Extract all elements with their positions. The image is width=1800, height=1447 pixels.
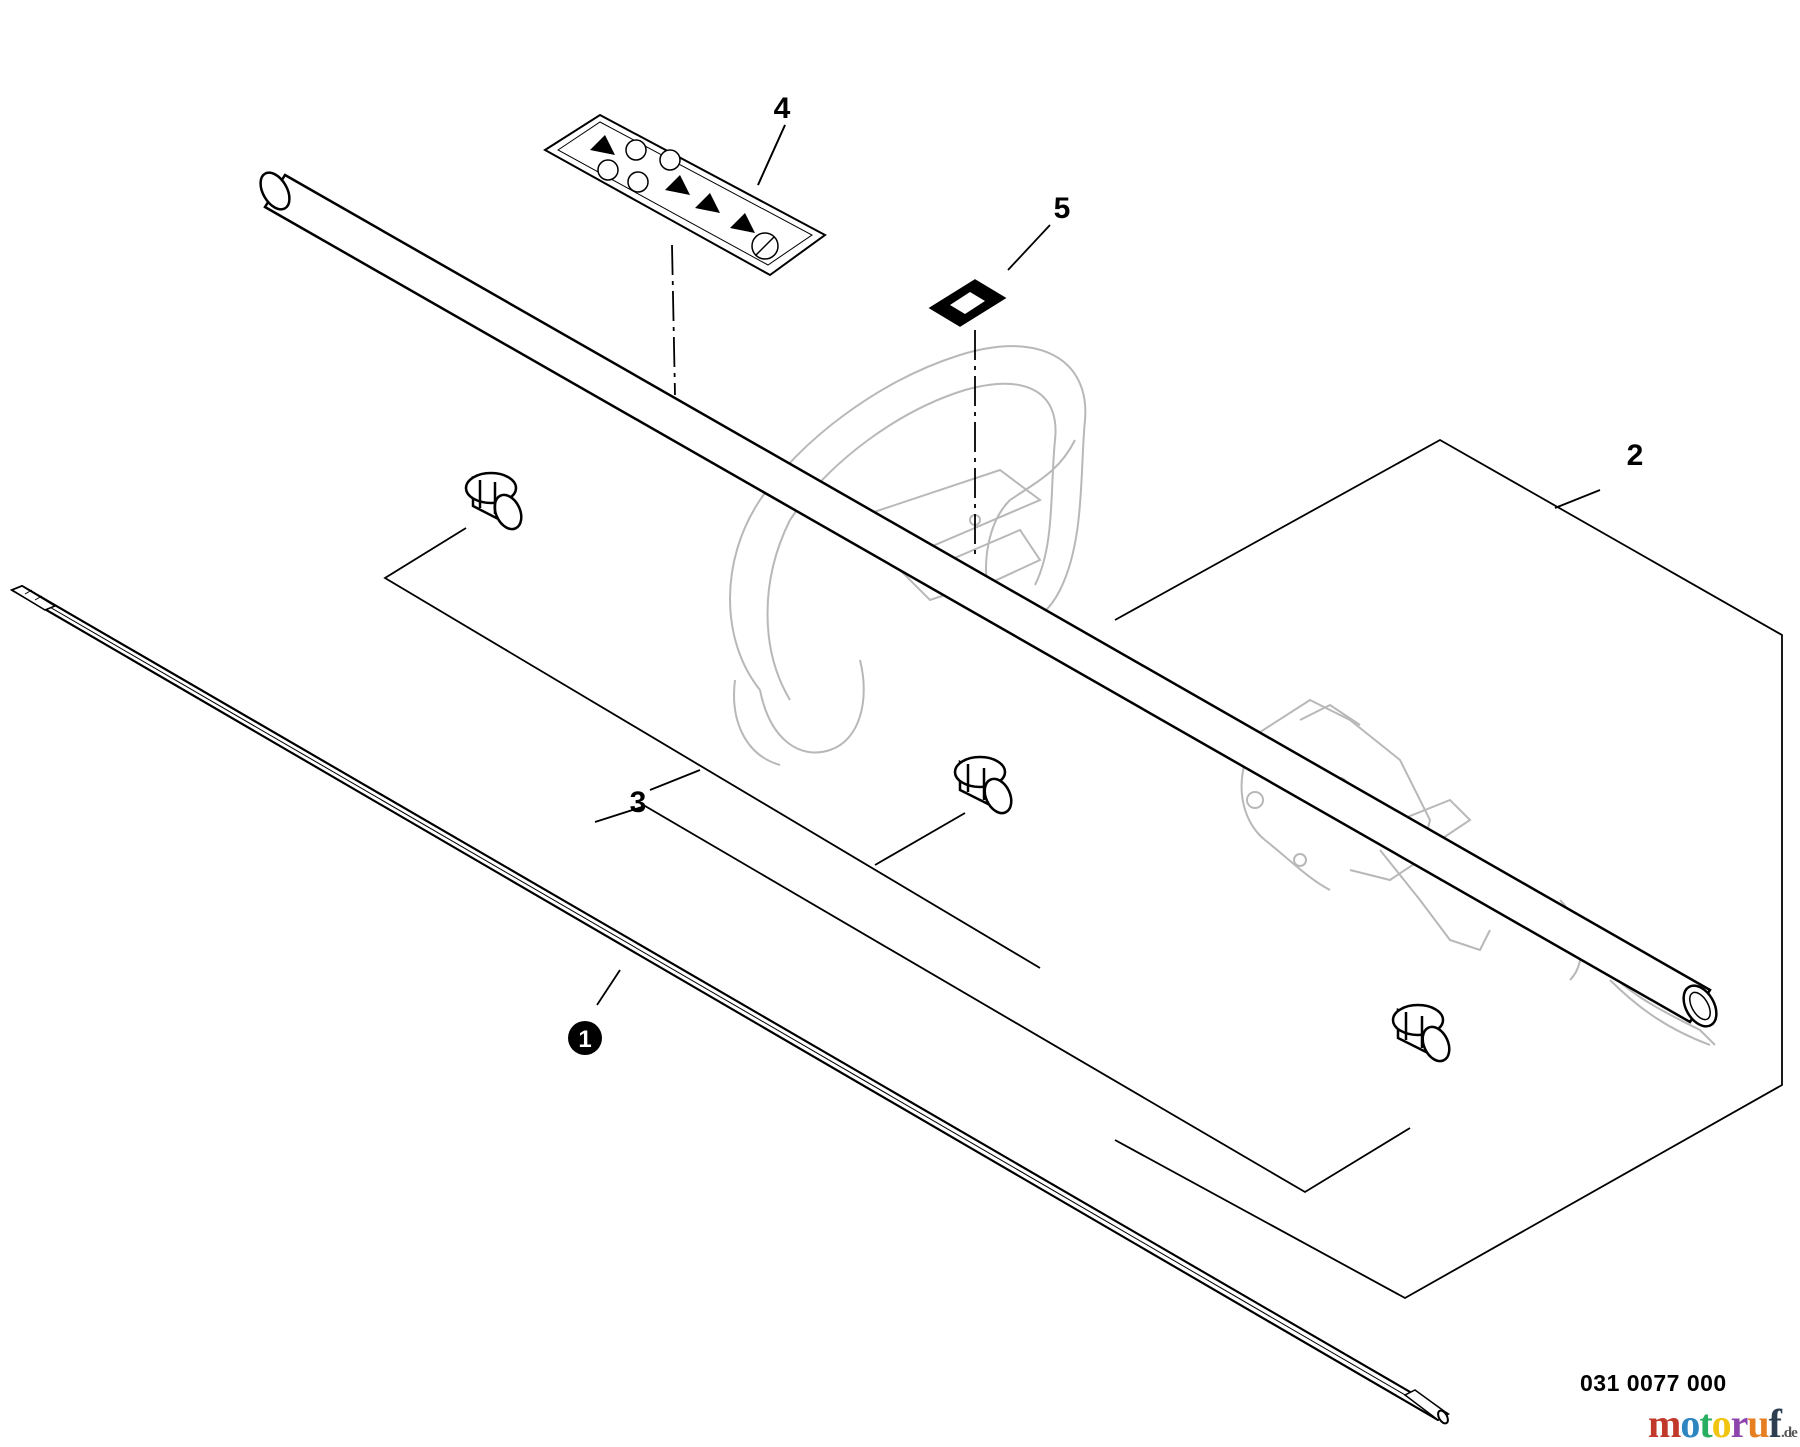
warning-triangle-icon [590, 135, 755, 233]
drawing-part-number: 031 0077 000 [1580, 1370, 1727, 1396]
drive-tube [259, 171, 1718, 1028]
drive-shaft [9, 584, 1450, 1425]
warning-label [543, 113, 827, 277]
leader-lines [383, 124, 1783, 1300]
callout-5: 5 [1054, 192, 1071, 225]
safety-symbol-icon [597, 139, 779, 260]
bushing-2 [953, 755, 1013, 815]
site-watermark: motoruf.de [1648, 1401, 1798, 1446]
callout-1: 1 [578, 1026, 591, 1053]
small-label [928, 279, 1007, 327]
bushing-3 [1391, 1003, 1451, 1063]
callout-1-badge: 1 [568, 1021, 602, 1055]
callout-3: 3 [630, 786, 647, 819]
callout-2: 2 [1627, 439, 1644, 472]
callout-4: 4 [774, 92, 791, 125]
bushing-1 [464, 471, 523, 531]
